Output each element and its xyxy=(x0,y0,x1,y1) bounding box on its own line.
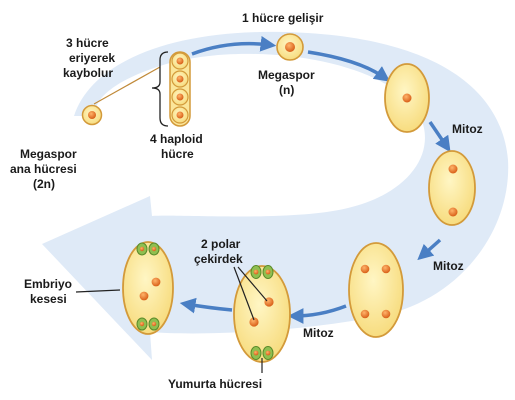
label-megaspore-mother-1: Megaspor xyxy=(20,147,77,161)
central-nucleus-upper xyxy=(151,277,161,287)
synergid-bottom xyxy=(250,346,274,360)
arrow-to-haploid xyxy=(93,66,161,105)
label-megaspore-mother-2: ana hücresi xyxy=(10,162,77,176)
label-haploid-1: 4 haploid xyxy=(150,132,203,146)
synergid-top xyxy=(250,265,274,279)
embryo-sac xyxy=(122,241,174,335)
label-mitosis-1: Mitoz xyxy=(452,122,483,136)
label-egg-cell: Yumurta hücresi xyxy=(168,377,262,391)
arrow-to-cell-1 xyxy=(307,50,391,82)
polar-nucleus-upper xyxy=(264,297,274,307)
haploid-cells xyxy=(169,51,191,127)
label-megaspore-1: Megaspor xyxy=(258,68,315,82)
arrow-to-embryo-sac xyxy=(179,297,233,314)
label-polar-2: çekirdek xyxy=(194,252,243,266)
arrow-to-cell-2 xyxy=(428,121,451,153)
cell-one-nucleus xyxy=(384,63,430,133)
megaspore-mother-cell xyxy=(81,104,103,126)
label-one-cell: 1 hücre gelişir xyxy=(242,11,324,25)
label-polar-1: 2 polar xyxy=(201,237,241,251)
cell-four-nuclei xyxy=(348,242,404,338)
embryo-leader xyxy=(75,289,121,293)
megaspore-cell xyxy=(276,33,304,61)
label-embryo-2: kesesi xyxy=(30,292,67,306)
central-nucleus-lower xyxy=(139,291,149,301)
label-three-cells-1: 3 hücre xyxy=(66,36,109,50)
label-three-cells-2: eriyerek xyxy=(69,51,115,65)
arrow-to-cell-4 xyxy=(417,238,442,261)
label-mitosis-2: Mitoz xyxy=(433,259,464,273)
label-mitosis-3: Mitoz xyxy=(303,326,334,340)
label-megaspore-2: (n) xyxy=(279,83,294,97)
antipodal-cells xyxy=(136,242,160,256)
arrow-to-megaspore xyxy=(191,36,277,56)
label-three-cells-3: kaybolur xyxy=(63,66,113,80)
cell-eight-nuclei xyxy=(233,265,291,363)
label-megaspore-mother-3: (2n) xyxy=(33,177,55,191)
cell-two-nuclei xyxy=(428,150,476,226)
label-embryo-1: Embriyo xyxy=(24,277,72,291)
polar-nucleus-lower xyxy=(249,317,259,327)
label-haploid-2: hücre xyxy=(161,147,194,161)
polar-leader-2 xyxy=(233,266,255,321)
polar-leader-1 xyxy=(237,266,268,302)
egg-apparatus xyxy=(136,317,160,331)
arrow-to-cell-8 xyxy=(287,304,347,324)
haploid-brace xyxy=(151,51,169,127)
